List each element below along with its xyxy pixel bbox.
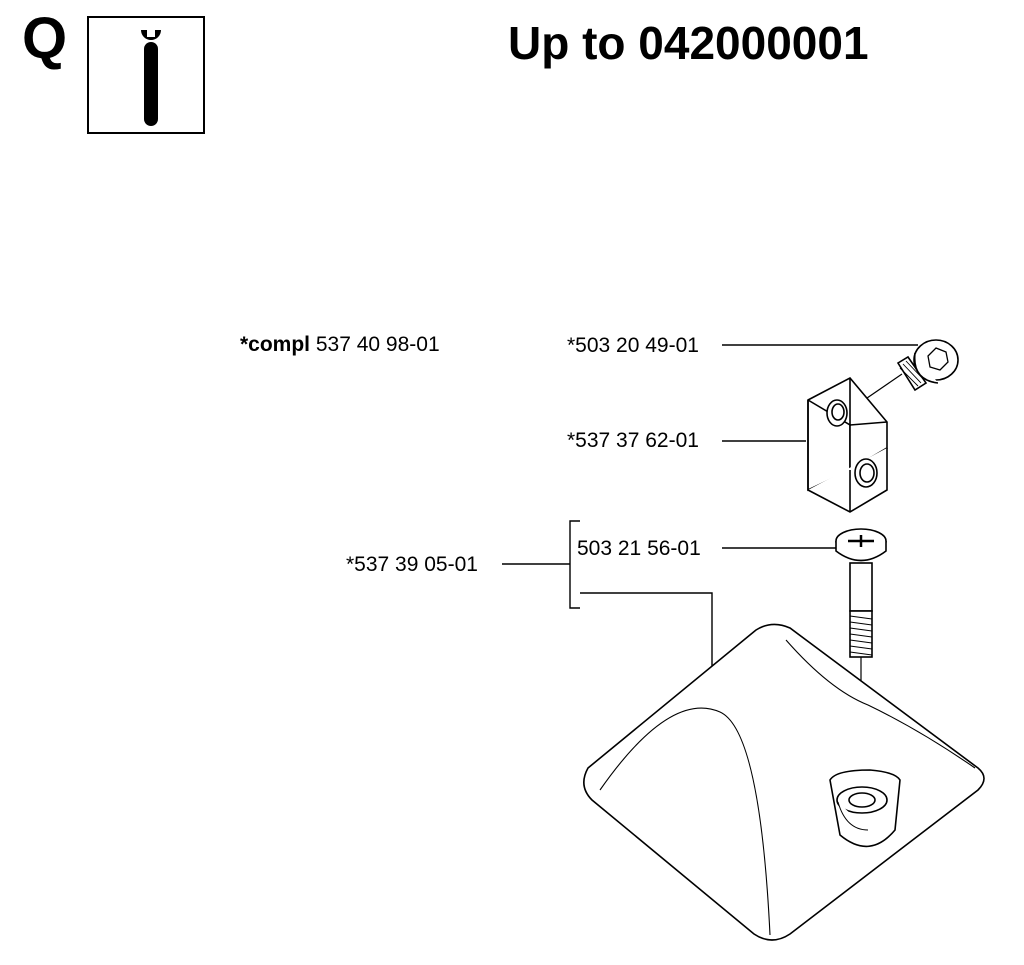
assembly-brace <box>569 520 580 609</box>
bracket-part-number: *537 37 62-01 <box>567 429 699 452</box>
wrench-icon <box>141 30 161 126</box>
screw-part-number: *503 20 49-01 <box>567 334 699 357</box>
page-title: Up to 042000001 <box>508 17 869 69</box>
cover-screw-part <box>835 528 887 800</box>
tool-box <box>87 16 205 134</box>
section-letter: Q <box>22 6 68 71</box>
kit-label: *compl 537 40 98-01 <box>240 334 440 355</box>
cover-assembly-part-number: *537 39 05-01 <box>346 553 478 576</box>
kit-number: 537 40 98-01 <box>315 333 440 356</box>
bracket-part <box>807 376 888 513</box>
kit-prefix: *compl <box>240 333 311 356</box>
cover-leader <box>580 592 713 668</box>
cover-screw-part-number: 503 21 56-01 <box>577 537 701 560</box>
cover-part <box>583 623 985 941</box>
